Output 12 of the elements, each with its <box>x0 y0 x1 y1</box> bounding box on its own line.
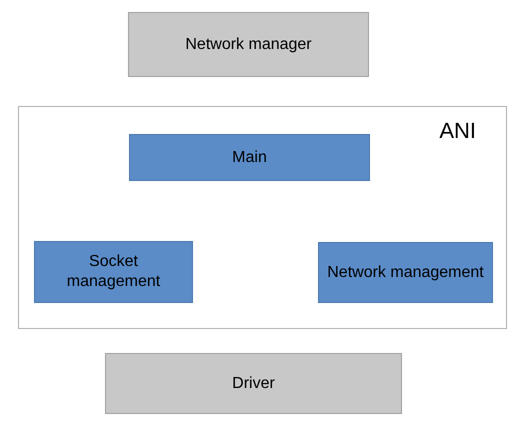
module-box <box>318 242 493 303</box>
box-label: Socket management <box>66 252 162 292</box>
container-title: ANI <box>439 117 476 144</box>
box-label: Network manager <box>185 34 312 54</box>
box-label: Main <box>231 148 268 168</box>
box-label: Driver <box>232 374 275 394</box>
module-box <box>34 241 193 303</box>
container-panel <box>18 106 507 329</box>
box-label: Network management <box>326 262 485 282</box>
component-box <box>128 12 369 77</box>
component-box <box>105 353 402 414</box>
module-box <box>129 134 370 181</box>
